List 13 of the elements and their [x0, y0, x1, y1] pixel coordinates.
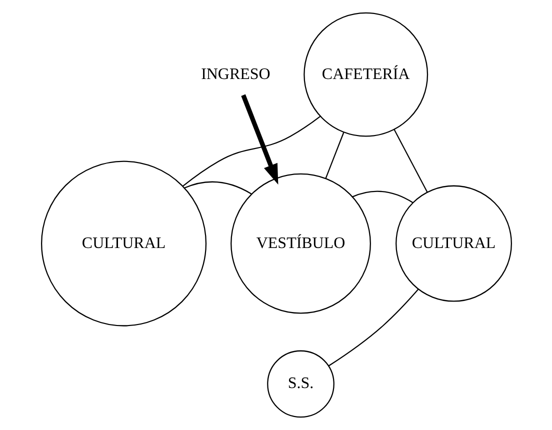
node-text: INGRESO: [200, 66, 270, 83]
node-circle: VESTÍBULO: [230, 173, 370, 314]
connector: [328, 289, 418, 366]
connector: [324, 132, 344, 179]
connector: [184, 181, 252, 194]
arrow: [240, 94, 278, 185]
node-circle: CULTURAL: [40, 160, 206, 326]
connector: [182, 116, 320, 187]
connector: [352, 190, 413, 204]
node-circle: CAFETERÍA: [303, 12, 428, 137]
node-circle: CULTURAL: [395, 185, 512, 302]
connector: [393, 129, 428, 193]
node-circle: S.S.: [266, 350, 334, 418]
